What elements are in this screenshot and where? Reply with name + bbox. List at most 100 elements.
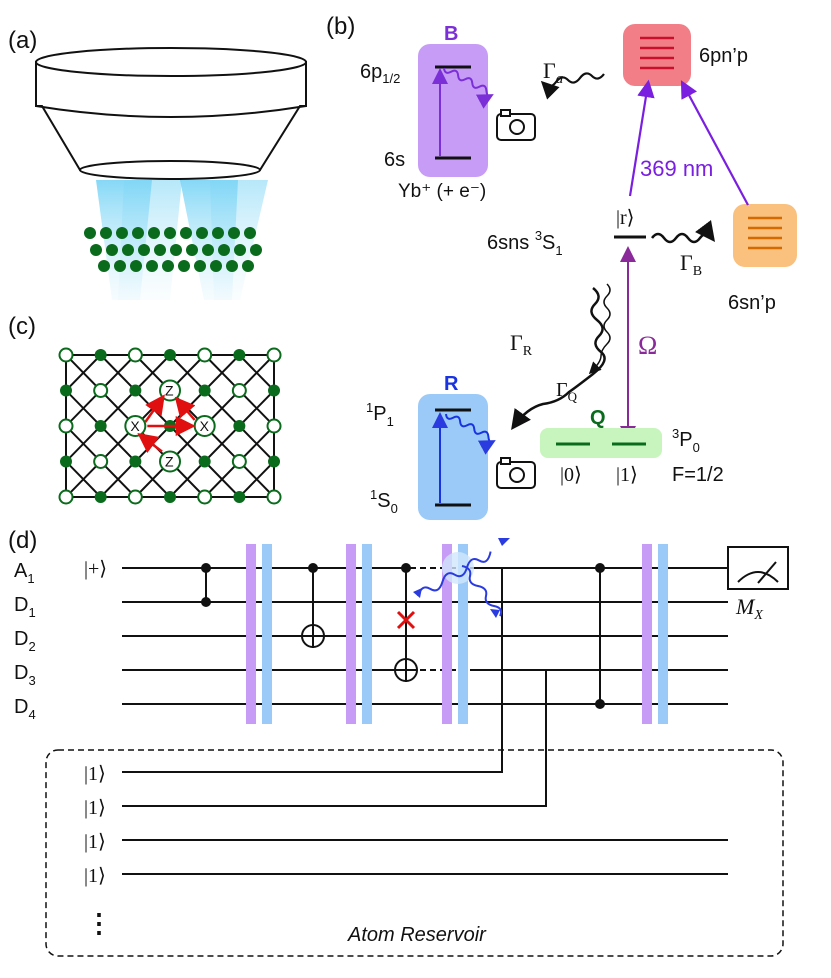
lattice-site — [58, 489, 74, 505]
gamma-b-label: ΓB — [680, 250, 702, 279]
lattice-site — [231, 454, 247, 469]
atom-dot — [130, 260, 142, 272]
lattice-atom — [268, 384, 281, 397]
lattice-site — [197, 489, 213, 505]
lattice-atom — [94, 420, 107, 432]
cz-gate — [201, 563, 211, 607]
photon-wave — [461, 565, 503, 617]
lattice-atom — [233, 491, 246, 503]
lattice-atom — [198, 384, 211, 397]
box-r — [418, 394, 488, 520]
atom-dot — [138, 244, 150, 256]
r-fluorescence-wave — [445, 413, 496, 455]
reservoir-ket: |1⟩ — [84, 797, 106, 819]
atom-dot — [250, 244, 262, 256]
pulse-bar-blue — [658, 544, 668, 724]
syndrome-arrow — [137, 433, 163, 453]
atom-dot — [244, 227, 256, 239]
gamma-r-label: ΓR — [510, 330, 533, 359]
lattice-site — [266, 418, 282, 434]
q-state-0: |0⟩ — [560, 464, 582, 486]
panel-label-a: (a) — [8, 27, 37, 54]
reservoir-wires — [122, 567, 728, 875]
reservoir-ket: |1⟩ — [84, 865, 106, 887]
rydberg-label: 6sns 3S1 — [487, 228, 563, 258]
box-r-upper-level: 1P1 — [366, 400, 394, 429]
lattice-site — [58, 418, 74, 434]
box-b-caption: Yb⁺ (+ e⁻) — [398, 181, 486, 202]
qubit-label: D1 — [14, 594, 36, 620]
lattice-site — [93, 383, 109, 398]
error-cross-icon — [396, 610, 416, 630]
atom-dot — [106, 244, 118, 256]
stabilizer-site — [159, 379, 182, 402]
reservoir-kets: |1⟩|1⟩|1⟩|1⟩ — [84, 763, 106, 887]
lattice-site — [197, 347, 213, 363]
panel-label-d: (d) — [8, 527, 37, 554]
failed-cnot-gate — [394, 563, 418, 682]
box-r-lower-level: 1S0 — [370, 487, 398, 516]
erasure-glow — [442, 552, 474, 584]
lattice-site — [127, 489, 143, 505]
panel-label-c: (c) — [8, 313, 36, 340]
camera-icon — [496, 457, 536, 489]
arrow-369-to-pn — [628, 79, 655, 197]
gamma-q-wave — [588, 283, 611, 375]
arrow-sn-to-pn — [680, 80, 749, 206]
lattice-site — [266, 489, 282, 505]
lattice-atom — [233, 349, 246, 361]
syndrome-arrow — [144, 394, 165, 423]
atom-dot — [154, 244, 166, 256]
q-f-label: F=1/2 — [672, 464, 724, 486]
box-pn-label: 6pn’p — [699, 45, 748, 67]
reservoir-ket: |1⟩ — [84, 831, 106, 853]
box-sn — [733, 204, 797, 267]
box-b-label: B — [444, 23, 458, 45]
lattice-atom — [233, 420, 246, 432]
box-b-upper-level: 6p1/2 — [360, 61, 400, 86]
stabilizer-label: X — [130, 418, 140, 434]
atom-dot — [202, 244, 214, 256]
atom-dot — [212, 227, 224, 239]
atom-dot — [148, 227, 160, 239]
atom-dot — [122, 244, 134, 256]
measure-label: MX — [735, 594, 763, 623]
lattice-atom — [164, 491, 177, 503]
syndrome-arrow — [174, 396, 196, 421]
qubit-label: D4 — [14, 696, 36, 722]
pulse-bar-purple — [246, 544, 256, 724]
pulse-bars — [246, 544, 668, 724]
measurement-meter-icon — [727, 546, 789, 590]
reservoir-ellipsis: ⋮ — [86, 908, 112, 938]
reservoir-label: Atom Reservoir — [347, 924, 487, 946]
photon-wave — [417, 551, 492, 597]
atom-dot — [218, 244, 230, 256]
atom-dot — [170, 244, 182, 256]
box-pn-levels — [640, 36, 674, 70]
q-state-1: |1⟩ — [616, 464, 638, 486]
lattice-atom — [198, 455, 211, 468]
objective-lens-illustration — [35, 47, 307, 300]
qubit-label: D3 — [14, 662, 36, 688]
cnot-gate — [301, 563, 325, 648]
qubit-init-a1: |+⟩ — [84, 558, 107, 580]
box-sn-label: 6sn’p — [728, 292, 776, 314]
lattice-atom — [129, 384, 142, 397]
lattice-atom — [60, 384, 72, 397]
stabilizer-label: Z — [165, 454, 174, 470]
lattice-site — [127, 347, 143, 363]
atom-dot — [242, 260, 254, 272]
box-sn-levels — [748, 216, 782, 250]
lattice-atom — [129, 455, 142, 468]
pulse-bar-purple — [346, 544, 356, 724]
cz-gate — [595, 563, 605, 709]
atom-dot — [180, 227, 192, 239]
atom-dot — [164, 227, 176, 239]
atom-dot — [146, 260, 158, 272]
atom-dot — [114, 260, 126, 272]
pulse-bar-purple — [642, 544, 652, 724]
atom-dot — [196, 227, 208, 239]
atom-dot — [100, 227, 112, 239]
